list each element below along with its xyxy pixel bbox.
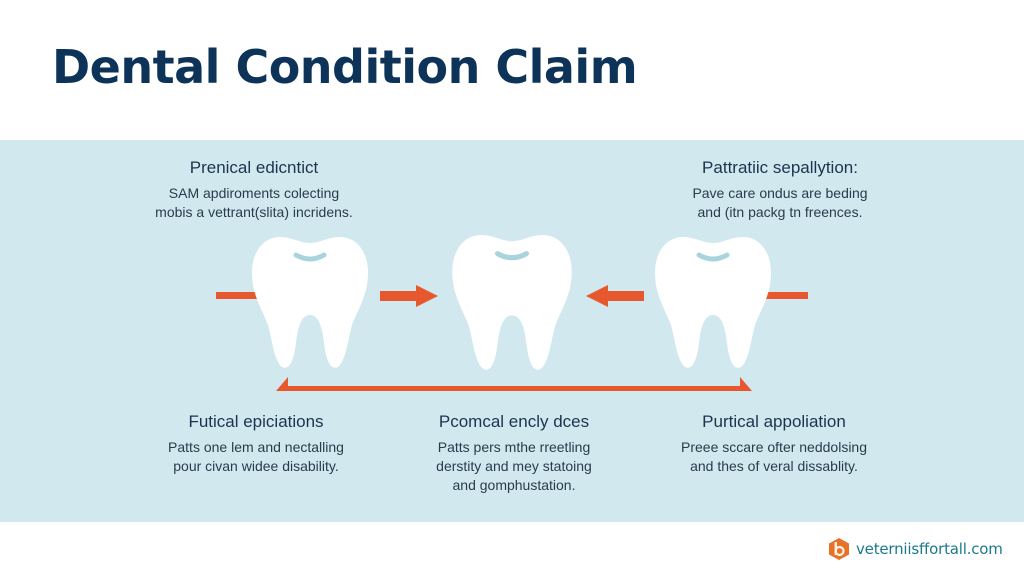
page-title: Dental Condition Claim [52, 40, 638, 94]
block-text-line: SAM apdiroments colecting [168, 185, 340, 201]
block-text-line: and gomphustation. [452, 477, 576, 493]
left-connector-line [216, 292, 276, 299]
bottom-bracket-arrow-icon [276, 377, 752, 391]
block-text-line: and thes of veral dissablity. [690, 458, 858, 474]
block-text-line: Patts pers mthe rreetling [437, 439, 591, 455]
block-heading: Futical epiciations [188, 412, 324, 431]
arrow-left-icon [586, 285, 644, 307]
right-connector-line [752, 292, 808, 299]
arrow-right-icon [380, 285, 438, 307]
footer-brand[interactable]: veterniisffortall.com [828, 537, 1003, 561]
block-heading: Prenical edicntict [189, 158, 319, 177]
info-block-bottom-center: Pcomcal encly dces Patts pers mthe rreet… [400, 412, 628, 495]
block-text-line: pour civan widee disability. [173, 458, 339, 474]
brand-logo-icon [829, 538, 849, 560]
info-block-top-left: Prenical edicntict SAM apdiroments colec… [128, 158, 380, 222]
info-block-bottom-left: Futical epiciations Patts one lem and ne… [136, 412, 376, 476]
footer-domain-link[interactable]: veterniisffortall.com [856, 540, 1003, 558]
diagram-panel [0, 140, 1024, 522]
center-tooth-icon [452, 235, 572, 370]
block-text-line: and (itn packg tn freences. [697, 204, 863, 220]
block-text-line: Patts one lem and nectalling [168, 439, 344, 455]
block-text-line: Pave care ondus are beding [692, 185, 868, 201]
info-block-top-right: Pattratiic sepallytion: Pave care ondus … [656, 158, 904, 222]
block-text-line: derstity and mey statoing [436, 458, 592, 474]
block-text-line: Preee sccare ofter neddolsing [681, 439, 867, 455]
right-tooth-icon [655, 237, 771, 368]
block-heading: Pattratiic sepallytion: [702, 158, 858, 177]
block-text-line: mobis a vettrant(slita) incridens. [155, 204, 353, 220]
left-tooth-icon [252, 237, 368, 368]
block-heading: Purtical appoliation [702, 412, 846, 431]
info-block-bottom-right: Purtical appoliation Preee sccare ofter … [656, 412, 892, 476]
block-heading: Pcomcal encly dces [438, 412, 590, 431]
